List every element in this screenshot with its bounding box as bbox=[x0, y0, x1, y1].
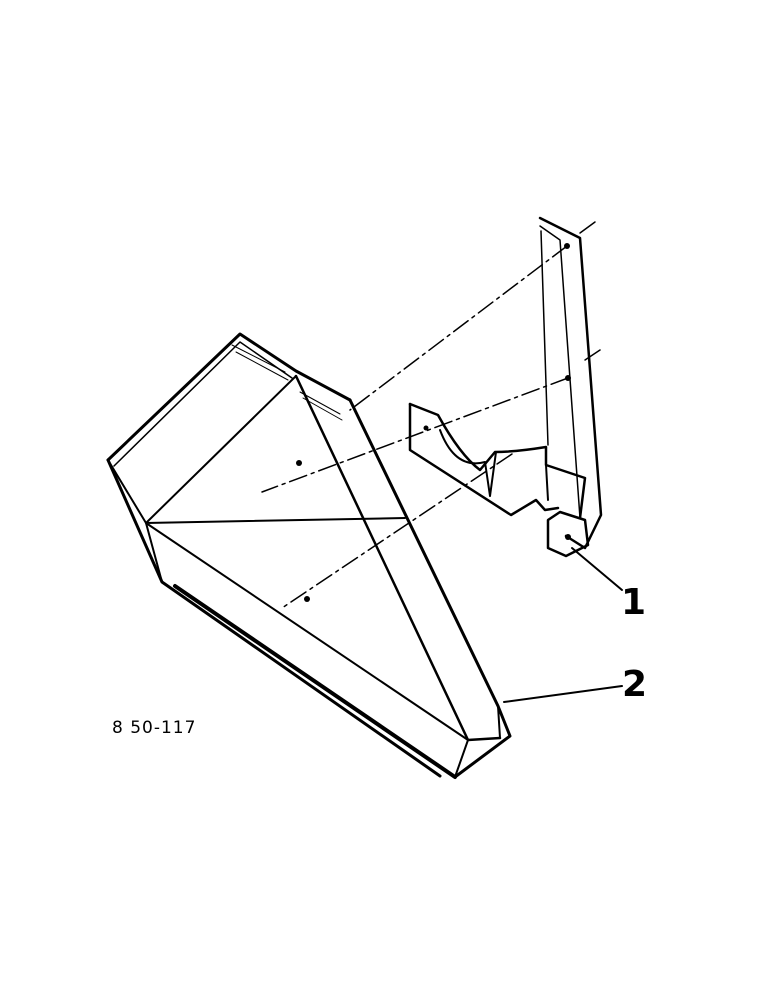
assembly-line-mid bbox=[261, 377, 569, 493]
bracket-plate bbox=[408, 402, 587, 520]
bracket-arm-inner-edge bbox=[539, 225, 581, 519]
chute-bottom-edge bbox=[173, 584, 457, 779]
bracket-part-1 bbox=[408, 216, 603, 558]
drawing-code: 8 50-117 bbox=[112, 718, 197, 738]
chute-rim-hatching bbox=[231, 344, 343, 421]
leader-line-1 bbox=[571, 547, 623, 591]
bracket-hole-tab bbox=[565, 534, 571, 540]
bracket-cutout bbox=[439, 429, 549, 501]
chute-inner-fold bbox=[145, 375, 469, 741]
assembly-line-top bbox=[349, 245, 568, 411]
bracket-vertical-arm bbox=[538, 216, 603, 550]
chute-part-2 bbox=[106, 332, 512, 779]
chute-hole-upper bbox=[296, 460, 302, 466]
chute-rim-inner bbox=[113, 341, 293, 467]
bracket-tab bbox=[546, 510, 590, 558]
chute-right-outer bbox=[348, 398, 512, 779]
chute-back-rim bbox=[106, 332, 352, 462]
assembly-line-low bbox=[281, 453, 513, 609]
bracket-hole-plate bbox=[423, 425, 429, 431]
chute-spout-lip bbox=[454, 705, 501, 778]
bracket-arm-back bbox=[540, 230, 549, 446]
bracket-plate-lower bbox=[408, 402, 560, 517]
bracket-ext-tick-mid bbox=[584, 349, 601, 361]
callout-1: 1 bbox=[621, 582, 647, 623]
chute-right-face bbox=[294, 374, 502, 742]
callout-2: 2 bbox=[622, 664, 648, 705]
assembly-lines bbox=[261, 245, 569, 609]
leader-line-2 bbox=[503, 685, 623, 703]
bracket-ext-tick-top bbox=[579, 221, 596, 234]
chute-hole-lower bbox=[304, 596, 310, 602]
chute-left-face bbox=[107, 459, 163, 583]
